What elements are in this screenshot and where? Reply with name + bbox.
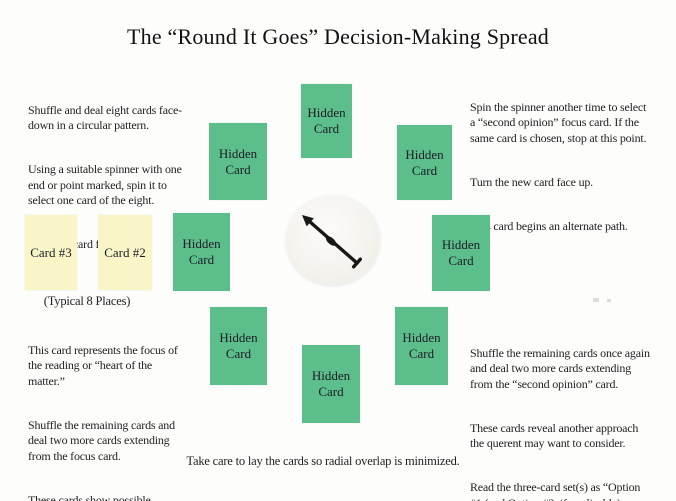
card-number-3: Card #3: [25, 215, 77, 290]
hidden-card-top: Hidden Card: [301, 84, 352, 158]
hidden-card-label: Hidden Card: [311, 368, 351, 399]
hidden-card-label: Hidden Card: [441, 237, 481, 268]
hidden-card-upper-right: Hidden Card: [397, 125, 452, 200]
instructions-top-right: Spin the spinner another time to select …: [470, 84, 676, 250]
instructions-bottom-left: This card represents the focus of the re…: [28, 327, 213, 501]
instructions-bottom-right: Shuffle the remaining cards once again a…: [470, 330, 676, 501]
hidden-card-left: Hidden Card: [173, 213, 230, 291]
spinner-arrow-icon: [302, 215, 363, 269]
page-title: The “Round It Goes” Decision-Making Spre…: [126, 24, 550, 49]
card-3-label: Card #3: [30, 244, 72, 260]
instruction-paragraph: These cards reveal another approach the …: [470, 420, 639, 451]
typical-places-note: (Typical 8 Places): [43, 294, 131, 308]
stray-pencil-mark: [607, 299, 611, 302]
hidden-card-label: Hidden Card: [182, 236, 221, 267]
instruction-paragraph: Spin the spinner another time to select …: [470, 99, 647, 145]
hidden-card-label: Hidden Card: [405, 146, 444, 178]
instruction-paragraph: Read the three-card set(s) as “Option #1…: [470, 480, 641, 501]
instruction-paragraph: Turn the new card face up.: [470, 174, 593, 189]
card-2-label: Card #2: [104, 244, 146, 260]
hidden-card-upper-left: Hidden Card: [209, 123, 267, 200]
instruction-paragraph: Shuffle the remaining cards and deal two…: [28, 417, 175, 463]
instruction-paragraph: These cards show possible developments i…: [28, 492, 151, 501]
hidden-card-bottom: Hidden Card: [302, 345, 360, 423]
hidden-card-label: Hidden Card: [218, 145, 258, 177]
instruction-paragraph: Shuffle the remaining cards once again a…: [470, 345, 650, 391]
hidden-card-lower-left: Hidden Card: [210, 307, 267, 385]
hidden-card-lower-right: Hidden Card: [395, 307, 448, 385]
stray-pencil-mark: [593, 298, 599, 302]
instruction-paragraph: Shuffle and deal eight cards face- down …: [28, 102, 182, 133]
hidden-card-label: Hidden Card: [307, 105, 346, 136]
hidden-card-right: Hidden Card: [432, 215, 490, 291]
hidden-card-label: Hidden Card: [402, 330, 441, 361]
card-number-2: Card #2: [98, 215, 152, 290]
spinner-disc: [286, 195, 380, 285]
instruction-paragraph: This card begins an alternate path.: [470, 218, 628, 233]
footer-note: Take care to lay the cards so radial ove…: [186, 454, 460, 468]
hidden-card-label: Hidden Card: [219, 330, 258, 361]
instruction-paragraph: Using a suitable spinner with one end or…: [28, 162, 182, 207]
instruction-paragraph: This card represents the focus of the re…: [28, 342, 178, 388]
